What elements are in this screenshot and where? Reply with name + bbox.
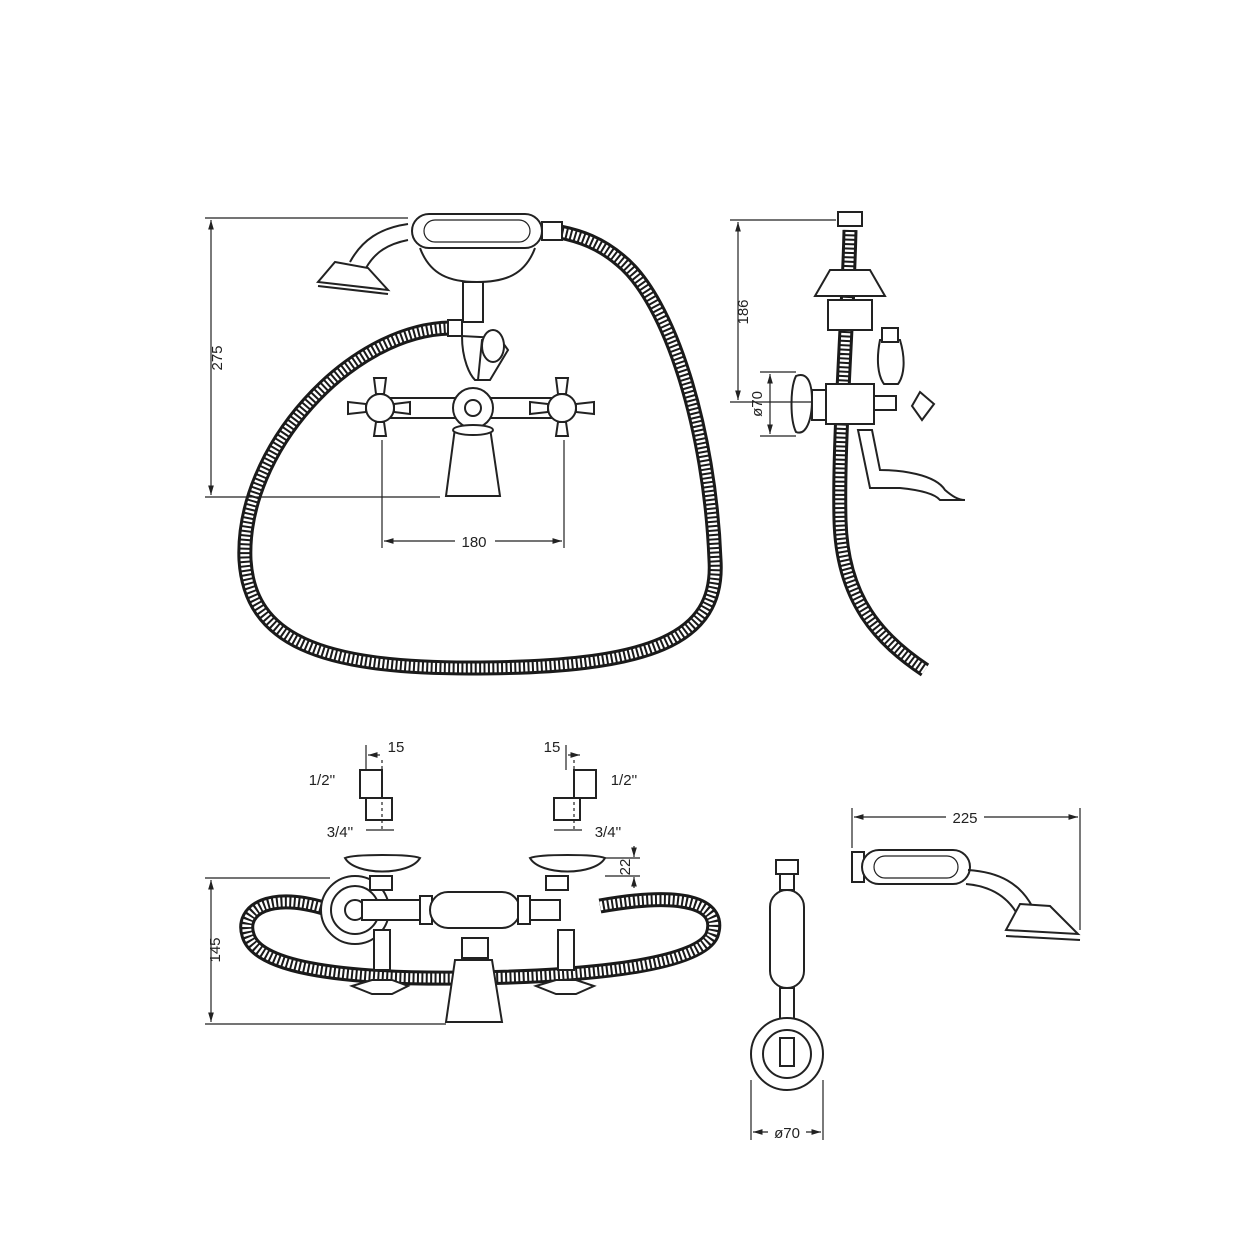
top-fitting-left: 15 1/2'' 3/4''	[309, 739, 405, 841]
top-right-threequarter: 3/4''	[595, 824, 622, 841]
side-view: 186 ø70	[730, 211, 966, 677]
front-dimensions: 275 180	[205, 217, 565, 551]
front-handset	[316, 213, 563, 295]
handset-dimensions: 225	[851, 806, 1081, 930]
front-height-label: 275	[209, 345, 226, 370]
front-mixer-body	[347, 281, 595, 497]
top-view: 15 1/2'' 3/4'' 15 1/2'' 3/4''	[205, 739, 722, 1025]
top-left-15: 15	[388, 739, 405, 756]
top-right-15: 15	[544, 739, 561, 756]
side-mixer-body	[790, 211, 966, 501]
top-left-half: 1/2''	[309, 772, 336, 789]
front-hose	[237, 224, 723, 676]
side-rose-label: ø70	[749, 391, 766, 417]
handset-view: 225	[851, 806, 1081, 941]
cradle-diameter-label: ø70	[774, 1125, 800, 1142]
top-fitting-right: 15 1/2'' 3/4''	[544, 739, 638, 841]
cradle-dimensions: ø70	[750, 1080, 824, 1142]
top-right-half: 1/2''	[611, 772, 638, 789]
top-height-label: 145	[207, 937, 224, 962]
top-mixer-body	[320, 854, 607, 1023]
side-height-label: 186	[735, 299, 752, 324]
top-dimensions: 22 145	[205, 846, 640, 1025]
cradle-view: ø70	[750, 859, 824, 1142]
top-clearance-label: 22	[617, 859, 634, 876]
front-view: 275 180	[205, 213, 723, 676]
side-dimensions: 186 ø70	[730, 219, 836, 437]
handset-length-label: 225	[952, 810, 977, 827]
front-spacing-label: 180	[461, 534, 486, 551]
top-left-threequarter: 3/4''	[327, 824, 354, 841]
